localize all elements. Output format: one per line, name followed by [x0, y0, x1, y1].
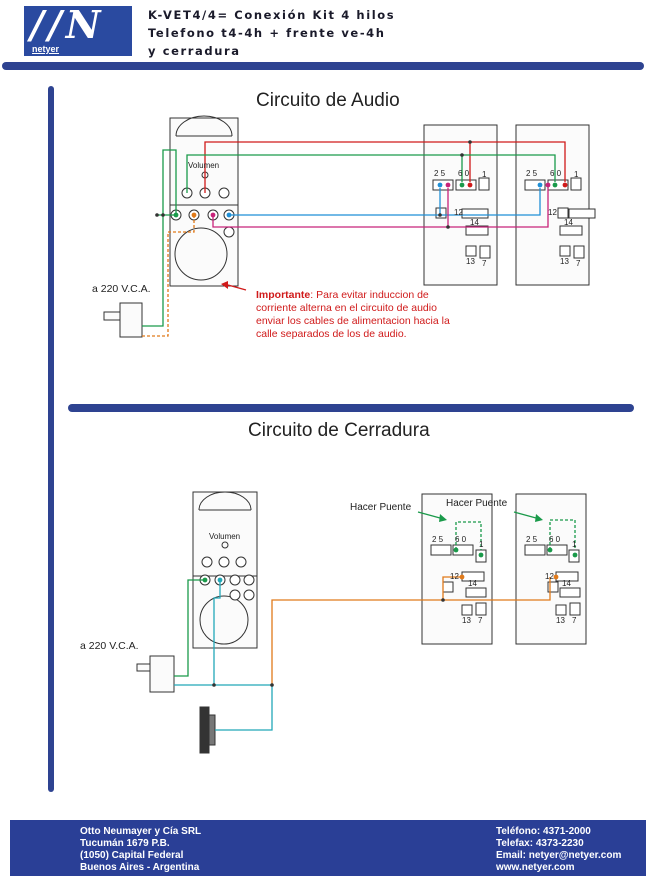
bridge-label-2: Hacer Puente — [446, 498, 508, 509]
power-transformer-audio — [119, 302, 143, 338]
footer-website[interactable]: www.netyer.com — [496, 862, 575, 873]
terminal-label: 12 — [548, 208, 557, 217]
terminal-label: 7 — [572, 616, 577, 625]
terminal-label: 6 0 — [458, 169, 470, 178]
logo-word: netyer — [32, 44, 60, 54]
intercom-phone-4 — [515, 493, 587, 645]
lock-volume-label: Volumen — [209, 532, 241, 541]
terminal-label: 1 — [479, 540, 484, 549]
terminal-label: 1 — [574, 170, 579, 179]
lock-section-title: Circuito de Cerradura — [248, 420, 430, 441]
terminal-label: 7 — [478, 616, 483, 625]
footer-street: Tucumán 1679 P.B. — [80, 838, 170, 849]
doc-title-line-1: K-VET4/4= Conexión Kit 4 hilos — [148, 8, 396, 22]
terminal-label: 2 5 — [526, 169, 538, 178]
footer-bar — [10, 820, 646, 876]
doc-title-line-3: y cerradura — [148, 44, 241, 58]
terminal-label: 14 — [468, 579, 477, 588]
terminal-label: 1 — [482, 170, 487, 179]
audio-power-label: a 220 V.C.A. — [92, 283, 151, 295]
footer-phone: Teléfono: 4371-2000 — [496, 826, 591, 837]
terminal-label: 2 5 — [526, 535, 538, 544]
terminal-label: 13 — [556, 616, 565, 625]
terminal-label: 6 0 — [455, 535, 467, 544]
wire-orange-lock — [271, 577, 551, 685]
wire-magenta — [212, 188, 549, 228]
note-bold: Importante — [256, 289, 311, 301]
terminal-label: 13 — [462, 616, 471, 625]
header-divider — [2, 62, 644, 70]
left-rule — [48, 86, 54, 792]
doc-title-line-2: Telefono t4-4h + frente ve-4h — [148, 26, 386, 40]
note-text: : Para evitar induccion de corriente alt… — [256, 289, 450, 340]
audio-section-title: Circuito de Audio — [256, 90, 400, 111]
intercom-phone-3 — [421, 493, 493, 645]
terminal-label: 7 — [482, 259, 487, 268]
door-strike-lock — [199, 706, 210, 754]
terminal-label: 12 — [454, 208, 463, 217]
wire-red — [204, 141, 566, 193]
footer-city: (1050) Capital Federal — [80, 850, 184, 861]
wire-green — [186, 154, 556, 193]
terminal-label: 2 5 — [434, 169, 446, 178]
audio-important-note: Importante: Para evitar induccion de cor… — [256, 289, 456, 341]
speaker-grille — [174, 227, 228, 281]
wire-blue — [229, 188, 541, 216]
terminal-label: 14 — [564, 218, 573, 227]
door-panel-audio — [169, 117, 239, 287]
terminal-label: 14 — [470, 218, 479, 227]
wire-green-lock — [174, 579, 205, 677]
terminal-label: 12 — [450, 572, 459, 581]
terminal-label: 14 — [562, 579, 571, 588]
terminal-label: 6 0 — [550, 169, 562, 178]
terminal-label: 7 — [576, 259, 581, 268]
terminal-label: 13 — [466, 257, 475, 266]
camera-dome — [175, 115, 233, 137]
bridge-label-1: Hacer Puente — [350, 502, 412, 513]
terminal-label: 13 — [560, 257, 569, 266]
logo-mark: //N — [30, 6, 105, 47]
netyer-logo: //N netyer — [24, 6, 132, 56]
footer-fax: Telefax: 4373-2230 — [496, 838, 584, 849]
terminal-label: 1 — [572, 540, 577, 549]
footer-company: Otto Neumayer y Cía SRL — [80, 826, 202, 837]
terminal-label: 2 5 — [432, 535, 444, 544]
footer-region: Buenos Aires - Argentina — [80, 862, 200, 873]
terminal-label: 6 0 — [549, 535, 561, 544]
terminal-label: 12 — [545, 572, 554, 581]
section-divider — [68, 404, 634, 412]
footer-email[interactable]: Email: netyer@netyer.com — [496, 850, 622, 861]
audio-volume-label: Volumen — [188, 161, 220, 170]
power-transformer-lock — [149, 655, 175, 693]
lock-power-label: a 220 V.C.A. — [80, 640, 139, 652]
